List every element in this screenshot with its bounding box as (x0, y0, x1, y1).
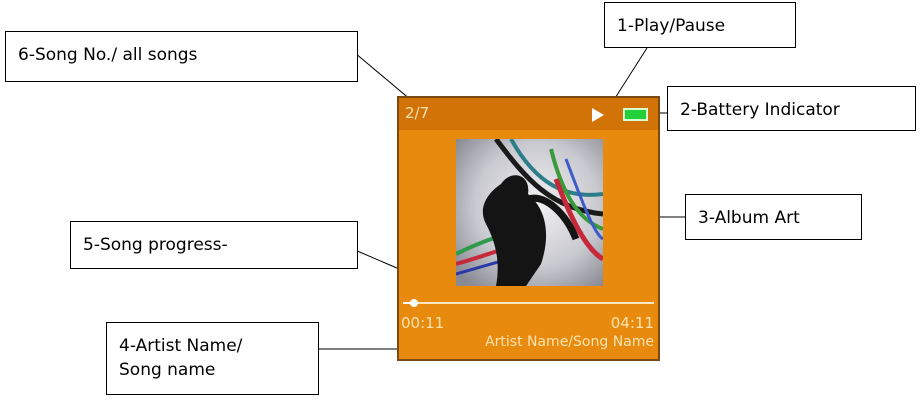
callout-artist-song-name: 4-Artist Name/ Song name (106, 322, 319, 395)
album-art-image (456, 139, 603, 286)
music-player-screen: 2/7 00:1 (397, 96, 660, 361)
callout-album-art: 3-Album Art (685, 194, 862, 240)
battery-icon (623, 108, 648, 121)
callout-play-pause: 1-Play/Pause (604, 2, 796, 48)
status-bar: 2/7 (399, 98, 658, 130)
callout-artist-song-line2: Song name (119, 360, 216, 380)
song-count: 2/7 (405, 104, 430, 122)
progress-knob[interactable] (410, 299, 419, 307)
album-art-graphic (456, 139, 603, 286)
callout-song-number: 6-Song No./ all songs (5, 31, 358, 82)
song-progress-bar[interactable] (403, 299, 654, 307)
progress-fill (403, 302, 415, 304)
elapsed-time: 00:11 (401, 314, 445, 332)
total-time: 04:11 (610, 314, 654, 332)
callout-song-progress: 5-Song progress- (70, 221, 358, 269)
callout-artist-song-line1: 4-Artist Name/ (119, 336, 243, 356)
callout-battery-indicator: 2-Battery Indicator (667, 86, 916, 131)
play-icon[interactable] (592, 108, 604, 122)
artist-song-title: Artist Name/Song Name (485, 334, 654, 350)
